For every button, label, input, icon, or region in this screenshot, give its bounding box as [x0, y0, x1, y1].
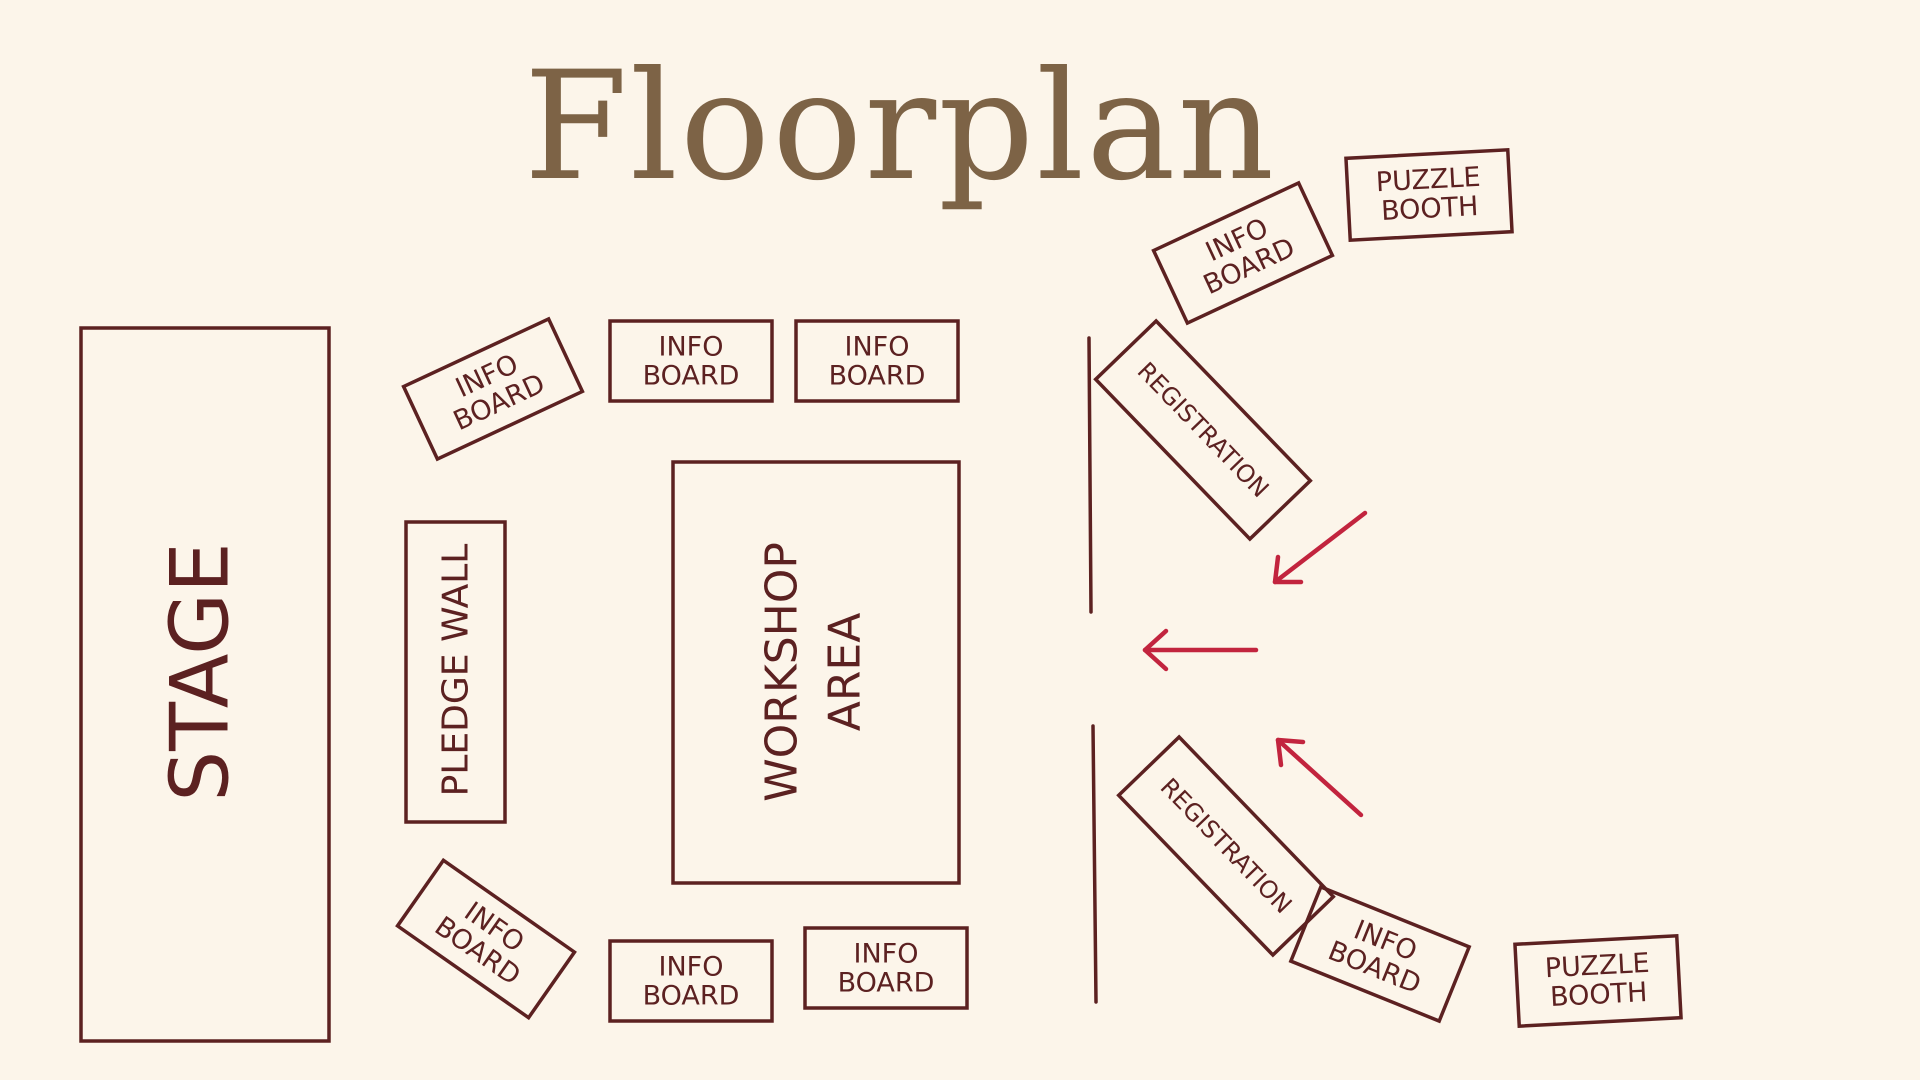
arrow-entry-lower — [1275, 737, 1364, 818]
svg-text:INFO: INFO — [659, 952, 724, 983]
info-board: INFO BOARD — [794, 319, 960, 403]
svg-text:BOARD: BOARD — [829, 361, 926, 392]
svg-text:BOARD: BOARD — [643, 981, 740, 1012]
pledge-wall-label: PLEDGE WALL — [436, 544, 477, 797]
info-board: INFO BOARD — [395, 857, 577, 1021]
svg-text:BOOTH: BOOTH — [1549, 977, 1648, 1013]
page-title: Floorplan — [524, 40, 1276, 214]
svg-text:BOOTH: BOOTH — [1380, 191, 1479, 227]
entrance-wall-lower — [1091, 724, 1098, 1004]
info-board: INFO BOARD — [803, 926, 969, 1010]
svg-text:PUZZLE: PUZZLE — [1375, 162, 1481, 198]
registration-label: REGISTRATION — [1132, 357, 1275, 503]
arrow-entry-center — [1142, 628, 1259, 672]
puzzle-booth: PUZZLE BOOTH — [1344, 147, 1514, 243]
registration-label: REGISTRATION — [1155, 773, 1298, 919]
svg-text:PUZZLE: PUZZLE — [1544, 948, 1650, 984]
stage-label: STAGE — [154, 542, 247, 801]
info-board: INFO BOARD — [608, 939, 774, 1023]
registration-desk: REGISTRATION — [1093, 318, 1313, 542]
workshop-label-line2: AREA — [820, 613, 871, 732]
puzzle-booth: PUZZLE BOOTH — [1513, 933, 1683, 1029]
workshop-label-line1: WORKSHOP — [757, 542, 808, 802]
pledge-wall: PLEDGE WALL — [404, 520, 507, 824]
registration-desk: REGISTRATION — [1116, 734, 1336, 958]
svg-text:BOARD: BOARD — [838, 968, 935, 999]
info-board: INFO BOARD — [1288, 884, 1472, 1024]
svg-text:INFO: INFO — [659, 332, 724, 363]
entrance-wall-upper — [1087, 336, 1093, 614]
info-board: INFO BOARD — [608, 319, 774, 403]
arrow-entry-upper — [1272, 510, 1368, 585]
workshop-area: WORKSHOP AREA — [671, 460, 961, 885]
svg-text:BOARD: BOARD — [643, 361, 740, 392]
info-board: INFO BOARD — [401, 316, 585, 462]
stage-area: STAGE — [79, 326, 331, 1043]
svg-text:INFO: INFO — [845, 332, 910, 363]
svg-text:INFO: INFO — [854, 939, 919, 970]
